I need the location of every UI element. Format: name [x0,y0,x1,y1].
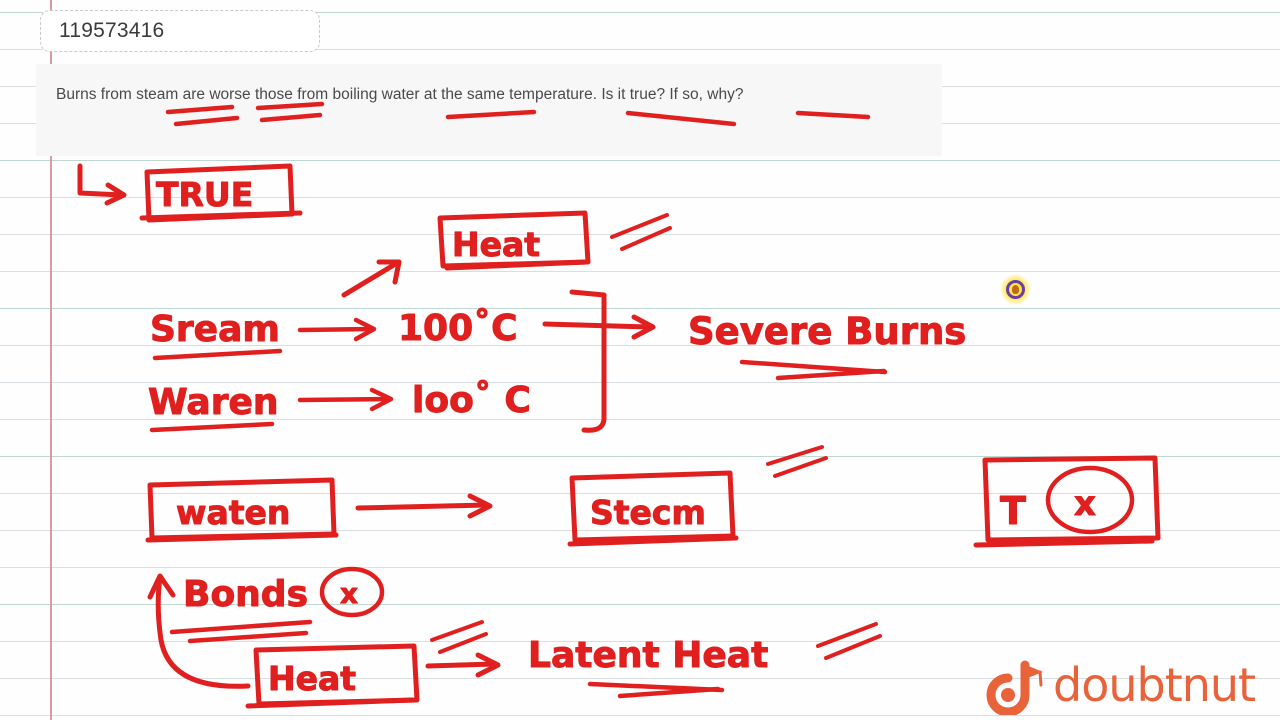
paper-rule-line [0,715,1280,716]
steam-box [567,470,739,547]
paper-rule-line [0,678,1280,679]
paper-rule-line [0,49,1280,50]
steam-arrow [297,317,377,342]
latent-heat-underline [587,681,725,699]
heat-bottom-slashes [430,620,488,654]
heat-box-bottom [245,643,420,709]
severe-burns-label: Severe Burns [688,310,966,353]
paper-rule-line [0,382,1280,383]
paper-rule-line [0,530,1280,531]
paper-rule-line [0,160,1280,161]
grouping-brace [569,289,607,433]
bonds-circle [319,566,385,618]
question-id-value: 119573416 [59,19,165,42]
doubtnut-mark-icon [986,660,1043,715]
heat-top-slashes [610,213,672,251]
water-underline [149,421,275,433]
true-box [139,163,303,223]
paper-rule-line [0,12,1280,13]
temperature-cross: x [1074,484,1096,524]
cursor-dot [1012,285,1019,294]
paper-rule-line [0,493,1280,494]
question-panel: Burns from steam are worse those from bo… [36,64,942,156]
paper-rule-line [0,604,1280,605]
arrow-up-to-heat [341,259,402,298]
water-temp: loo˚ C [412,380,531,421]
paper-rule-line [0,345,1280,346]
water-to-steam-arrow [355,493,493,519]
bonds-underline [169,619,313,644]
steam-box-label: Stecm [590,493,706,532]
paper-rule-line [0,567,1280,568]
water-arrow [297,387,394,412]
paper-margin-line [50,0,52,720]
heat-box-top [437,210,591,271]
cursor-highlight-icon [1000,274,1031,305]
heat-top-label: Heat [452,225,540,264]
paper-rule-line [0,197,1280,198]
curved-arrow-to-bonds [147,573,251,689]
temperature-box [973,455,1161,548]
steam-temp: 100˚C [398,308,518,349]
temperature-circle [1045,465,1135,535]
bonds-cross: x [340,577,358,610]
doubtnut-logo: doubtnut [985,655,1260,715]
paper-rule-line [0,234,1280,235]
paper-rule-line [0,308,1280,309]
true-label: TRUE [156,175,253,214]
steam-underline [152,348,283,361]
water-box [145,477,339,543]
water-label: Waren [148,382,279,423]
paper-rule-line [0,641,1280,642]
steam-box-slashes [766,445,828,478]
paper-rule-line [0,456,1280,457]
temperature-letter: T [1000,489,1026,533]
question-id-chip[interactable]: 119573416 [40,10,320,52]
paper-rule-line [0,419,1280,420]
question-text: Burns from steam are worse those from bo… [56,86,744,103]
heat-to-latent-arrow [425,652,501,678]
cursor-ring [1006,280,1025,299]
severe-burns-underline [739,359,888,381]
brace-arrow [542,314,656,340]
paper-rule-line [0,271,1280,272]
steam-label: Sream [150,309,280,350]
bonds-label: Bonds [183,574,308,615]
water-box-label: waten [176,493,290,532]
doubtnut-wordmark: doubtnut [1053,658,1256,712]
